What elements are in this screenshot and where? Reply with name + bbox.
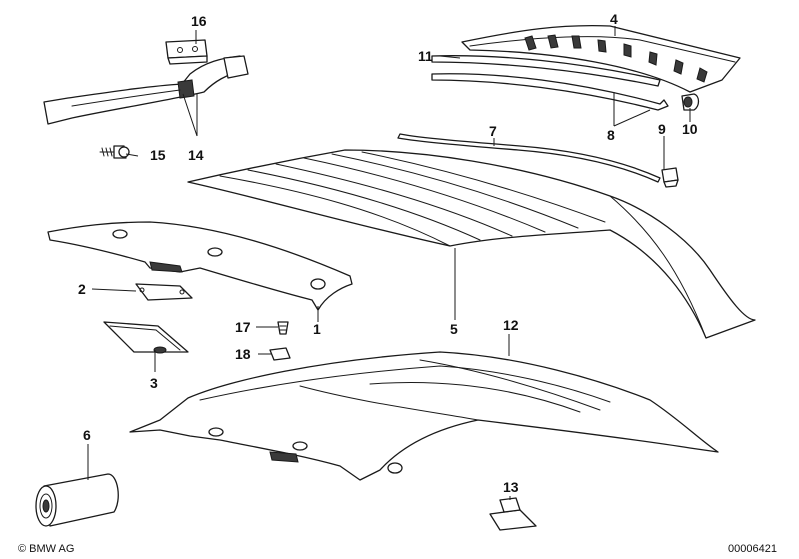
part-14-grab-handle[interactable] [43, 55, 249, 125]
part-11-seal-strip[interactable] [431, 55, 661, 87]
callout-13: 13 [503, 479, 519, 495]
callout-9: 9 [658, 121, 666, 137]
callout-6: 6 [83, 427, 91, 443]
part-3-visor-cover[interactable] [103, 321, 189, 354]
leader-lines [87, 26, 691, 500]
part-6-material-roll[interactable] [35, 473, 119, 527]
callout-3: 3 [150, 375, 158, 391]
part-8-seal-strip[interactable] [431, 73, 669, 111]
part-1-front-trim[interactable] [47, 221, 353, 311]
callout-15: 15 [150, 147, 166, 163]
part-15-screw[interactable] [99, 145, 130, 159]
callout-5: 5 [450, 321, 458, 337]
part-9-clip[interactable] [661, 167, 679, 188]
diagram-number: 00006421 [728, 543, 777, 555]
part-2-cover[interactable] [135, 283, 193, 301]
callout-18: 18 [235, 346, 251, 362]
part-13-clip[interactable] [489, 497, 537, 531]
callout-16: 16 [191, 13, 207, 29]
callout-labels: 16 4 11 8 7 9 10 14 15 2 3 1 5 12 17 18 … [78, 11, 698, 495]
part-12-complete-headliner[interactable] [129, 351, 719, 481]
part-10-clip[interactable] [681, 93, 700, 111]
callout-4: 4 [610, 11, 618, 27]
callout-2: 2 [78, 281, 86, 297]
part-5-headliner[interactable] [187, 149, 756, 339]
callout-7: 7 [489, 123, 497, 139]
part-18-nut[interactable] [269, 347, 291, 361]
callout-14: 14 [188, 147, 204, 163]
callout-10: 10 [682, 121, 698, 137]
callout-11: 11 [418, 48, 433, 64]
callout-17: 17 [235, 319, 251, 335]
part-4-frame-trim[interactable] [461, 24, 741, 93]
callout-8: 8 [607, 127, 615, 143]
callout-12: 12 [503, 317, 519, 333]
part-17-screw[interactable] [277, 321, 289, 335]
part-16-bracket[interactable] [165, 39, 208, 65]
part-7-rod[interactable] [397, 133, 661, 183]
copyright-text: © BMW AG [18, 543, 74, 555]
callout-1: 1 [313, 321, 321, 337]
